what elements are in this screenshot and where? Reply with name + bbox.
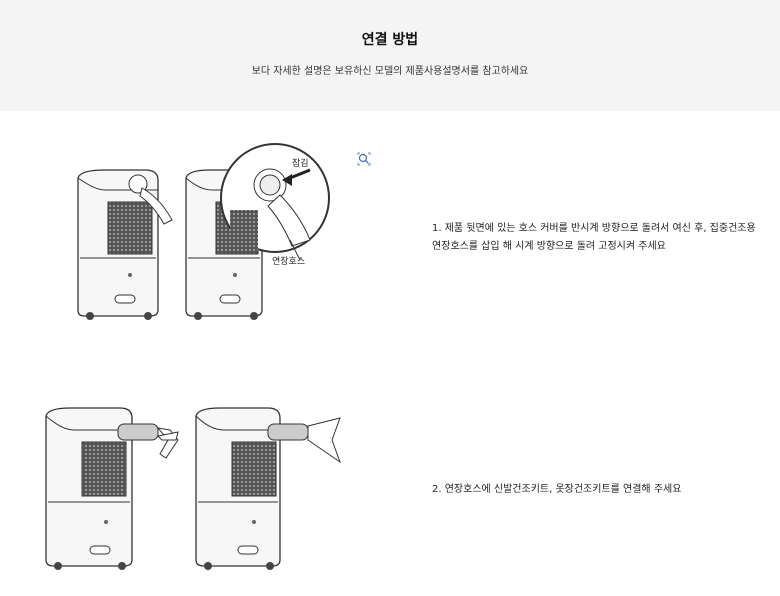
hose-label: 연장호스	[272, 256, 305, 267]
shoe-dryer-kit	[117, 423, 179, 459]
zoom-icon[interactable]	[357, 151, 371, 166]
step-1-text: 1. 제품 뒷면에 있는 호스 커버를 반시계 방향으로 돌려서 여신 후, 집…	[432, 220, 756, 256]
hose-connection-detail: 잠김 연장호스	[220, 143, 330, 267]
step1-illustration: 잠김 연장호스	[77, 143, 330, 320]
dehumidifier-unit	[45, 407, 133, 570]
dehumidifier-unit	[195, 407, 281, 570]
closet-dryer-kit	[267, 417, 342, 464]
step-2-line-1: 2. 연장호스에 신발건조키트, 옷장건조키트를 연결해 주세요	[432, 484, 682, 495]
step2-illustration	[45, 407, 342, 570]
lock-label: 잠김	[292, 157, 309, 169]
step-1-line-2: 연장호스를 삽입 해 시계 방향으로 돌려 고정시켜 주세요	[432, 241, 666, 252]
page-title: 연결 방법	[361, 32, 419, 48]
dehumidifier-unit	[77, 169, 173, 320]
page-header: 연결 방법 보다 자세한 설명은 보유하신 모델의 제품사용설명서를 참고하세요	[0, 0, 780, 111]
step-2-text: 2. 연장호스에 신발건조키트, 옷장건조키트를 연결해 주세요	[432, 481, 681, 499]
page-subtitle: 보다 자세한 설명은 보유하신 모델의 제품사용설명서를 참고하세요	[251, 66, 529, 77]
step-1-line-1: 1. 제품 뒷면에 있는 호스 커버를 반시계 방향으로 돌려서 여신 후, 집…	[432, 223, 756, 234]
